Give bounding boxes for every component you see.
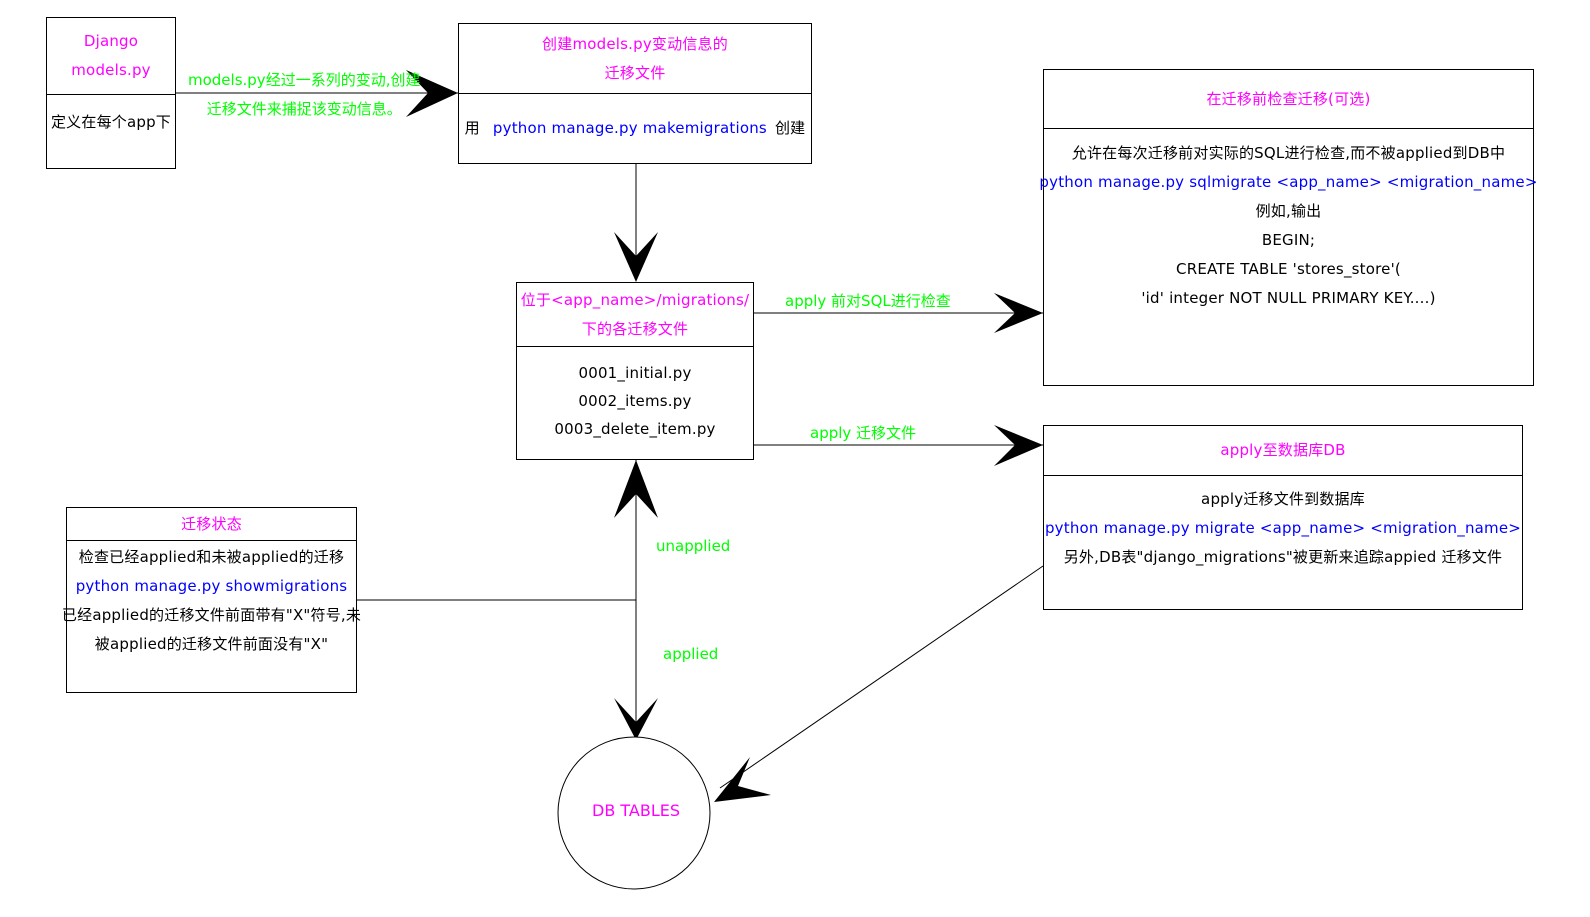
node-django-models: Django models.py 定义在每个app下 <box>46 17 176 169</box>
arrowhead-right-icon <box>406 70 458 117</box>
migration-file-list: 0001_initial.py 0002_items.py 0003_delet… <box>517 359 753 459</box>
node-header: 创建models.py变动信息的 迁移文件 <box>459 24 811 94</box>
node-header: Django models.py <box>47 18 175 95</box>
command-text: python manage.py makemigrations <box>492 119 767 137</box>
sql-line: 'id' integer NOT NULL PRIMARY KEY....) <box>1141 289 1436 307</box>
node-text: 创建 <box>774 119 806 137</box>
node-title: 在迁移前检查迁移(可选) <box>1206 89 1371 108</box>
arrowhead-diagonal-icon <box>714 757 771 802</box>
node-migration-files: 位于<app_name>/migrations/ 下的各迁移文件 0001_in… <box>516 282 754 460</box>
node-create-migrations: 创建models.py变动信息的 迁移文件 用 python manage.py… <box>458 23 812 164</box>
migration-file-item: 0002_items.py <box>578 392 692 410</box>
node-title: Django <box>83 32 139 50</box>
node-title: 位于<app_name>/migrations/ <box>520 290 750 309</box>
edge-label-files-to-apply: apply 迁移文件 <box>810 424 917 442</box>
sql-line: CREATE TABLE 'stores_store'( <box>1176 260 1401 278</box>
node-body: 允许在每次迁移前对实际的SQL进行检查,而不被applied到DB中 pytho… <box>1039 139 1537 385</box>
node-text: 允许在每次迁移前对实际的SQL进行检查,而不被applied到DB中 <box>1071 144 1506 162</box>
node-text: 例如,输出 <box>1255 202 1322 220</box>
node-header: apply至数据库DB <box>1044 426 1522 476</box>
command-text: python manage.py migrate <app_name> <mig… <box>1044 519 1522 537</box>
node-title: 迁移文件 <box>604 63 666 82</box>
node-title: 迁移状态 <box>181 514 242 533</box>
node-text: 检查已经applied和未被applied的迁移 <box>78 548 345 566</box>
node-body: 定义在每个app下 <box>47 108 175 168</box>
arrowhead-up-icon <box>614 460 658 518</box>
node-text: 用 <box>464 119 480 137</box>
node-title: models.py <box>71 61 151 79</box>
edge-apply-to-db <box>719 565 1044 789</box>
node-sql-check: 在迁移前检查迁移(可选) 允许在每次迁移前对实际的SQL进行检查,而不被appl… <box>1039 69 1537 386</box>
node-title: apply至数据库DB <box>1220 441 1346 459</box>
node-text: 被applied的迁移文件前面没有"X" <box>94 635 329 653</box>
edge-label-models-to-create: models.py经过一系列的变动,创建 迁移文件来捕捉该变动信息。 <box>188 66 420 124</box>
arrowhead-right-icon <box>994 293 1043 333</box>
node-header: 迁移状态 <box>67 508 356 541</box>
db-tables-label: DB TABLES <box>592 801 681 820</box>
node-title: 下的各迁移文件 <box>581 319 689 338</box>
node-text: apply迁移文件到数据库 <box>1201 490 1365 508</box>
db-tables-circle <box>557 736 711 890</box>
arrowhead-down-icon <box>614 232 658 282</box>
node-text: 已经applied的迁移文件前面带有"X"符号,未 <box>61 606 362 624</box>
node-body: 用 python manage.py makemigrations 创建 <box>459 94 811 163</box>
edge-label-files-to-sqlcheck: apply 前对SQL进行检查 <box>785 292 951 310</box>
sql-line: BEGIN; <box>1261 231 1316 249</box>
node-header: 位于<app_name>/migrations/ 下的各迁移文件 <box>517 283 753 347</box>
node-header: 在迁移前检查迁移(可选) <box>1044 70 1533 129</box>
edge-label-applied: applied <box>663 645 719 663</box>
migration-file-item: 0003_delete_item.py <box>554 420 716 438</box>
node-migration-status: 迁移状态 检查已经applied和未被applied的迁移 python man… <box>62 507 361 693</box>
node-title: 创建models.py变动信息的 <box>542 34 728 53</box>
command-text: python manage.py showmigrations <box>75 577 348 595</box>
edge-label-unapplied: unapplied <box>656 537 731 555</box>
command-text: python manage.py sqlmigrate <app_name> <… <box>1039 173 1538 191</box>
arrowhead-right-icon <box>994 425 1043 466</box>
node-apply-db: apply至数据库DB apply迁移文件到数据库 python manage.… <box>1043 425 1523 610</box>
node-text: 另外,DB表"django_migrations"被更新来追踪appied 迁移… <box>1063 548 1503 566</box>
edge-label-line: models.py经过一系列的变动,创建 <box>188 71 421 89</box>
node-text: 定义在每个app下 <box>50 113 172 131</box>
edge-label-line: 迁移文件来捕捉该变动信息。 <box>206 100 402 118</box>
node-body: apply迁移文件到数据库 python manage.py migrate <… <box>1044 485 1522 609</box>
node-body: 检查已经applied和未被applied的迁移 python manage.p… <box>62 543 361 692</box>
arrowhead-down-icon <box>614 698 658 740</box>
migration-file-item: 0001_initial.py <box>578 364 692 382</box>
